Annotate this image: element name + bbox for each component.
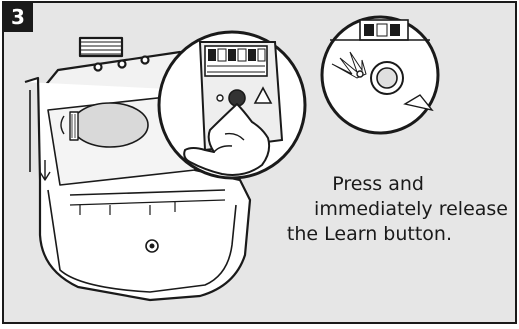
instruction-line-3: the Learn button. (230, 222, 510, 247)
zoom-circle-button (322, 17, 438, 133)
instruction-line-2: immediately release (230, 197, 510, 222)
instruction-line-1: Press and (230, 172, 510, 197)
zoom-circle-panel (159, 32, 305, 178)
step-number-badge: 3 (3, 2, 33, 32)
led-indicator-icon (217, 95, 223, 101)
instruction-caption: Press and immediately release the Learn … (230, 172, 510, 247)
